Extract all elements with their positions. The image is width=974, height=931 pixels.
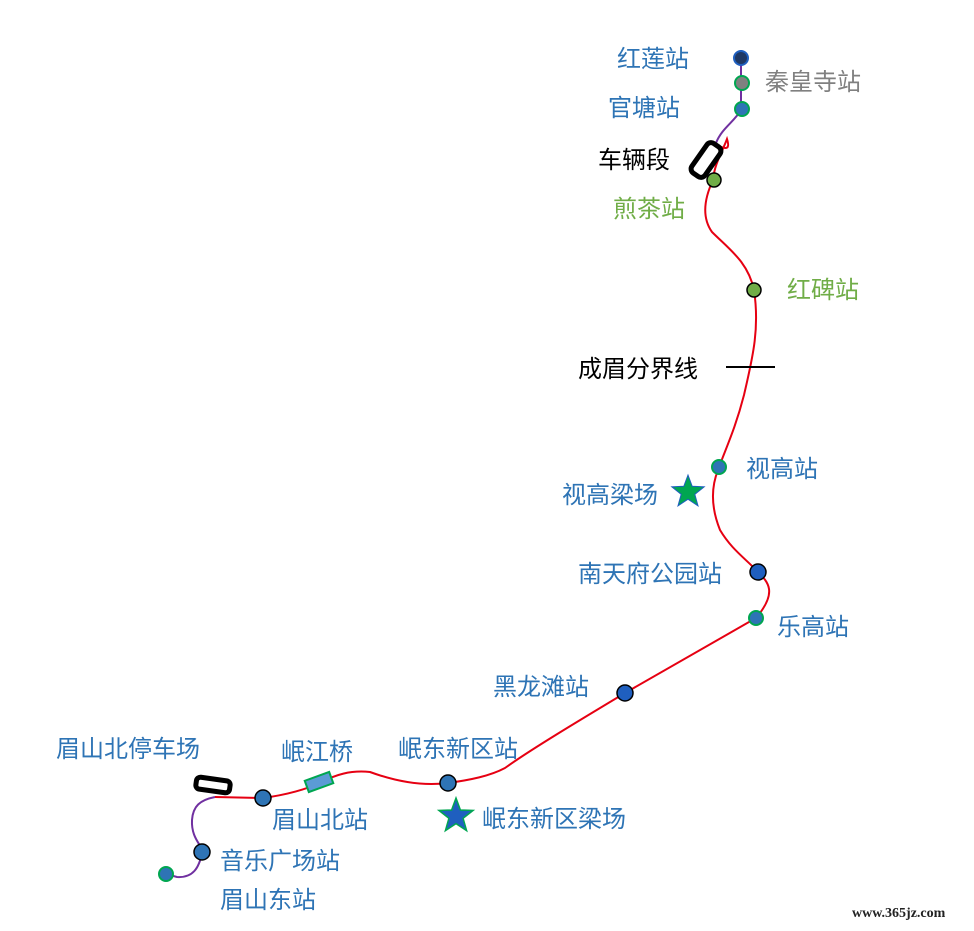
label-mindong-beam-yard: 岷东新区梁场 bbox=[482, 805, 626, 833]
label-heilongtan: 黑龙滩站 bbox=[493, 673, 589, 701]
station-meishan-north[interactable] bbox=[254, 789, 272, 807]
station-shigao[interactable] bbox=[711, 459, 727, 475]
star-icon[interactable] bbox=[670, 473, 706, 507]
station-meishan-east[interactable] bbox=[158, 866, 174, 882]
label-legao: 乐高站 bbox=[777, 613, 849, 641]
label-boundary: 成眉分界线 bbox=[578, 355, 698, 383]
label-honglian: 红莲站 bbox=[617, 45, 689, 73]
station-heilongtan[interactable] bbox=[616, 684, 634, 702]
depot-icon[interactable] bbox=[688, 140, 724, 180]
south-branch-line bbox=[165, 796, 216, 879]
station-qinhuangsi[interactable] bbox=[734, 75, 750, 91]
label-shigao-beam-yard: 视高梁场 bbox=[562, 481, 658, 509]
station-jiancha[interactable] bbox=[706, 172, 722, 188]
label-mindong-xinqu: 岷东新区站 bbox=[398, 735, 518, 763]
star-icon[interactable] bbox=[436, 795, 476, 833]
label-hongbei: 红碑站 bbox=[787, 276, 859, 304]
label-depot-north: 车辆段 bbox=[598, 146, 670, 174]
label-shigao: 视高站 bbox=[746, 455, 818, 483]
station-legao[interactable] bbox=[748, 610, 764, 626]
station-hongbei[interactable] bbox=[746, 282, 762, 298]
bridge-icon[interactable] bbox=[303, 770, 335, 794]
label-music-square: 音乐广场站 bbox=[220, 847, 340, 875]
label-nantianfu-park: 南天府公园站 bbox=[578, 560, 722, 588]
label-qinhuangsi: 秦皇寺站 bbox=[765, 68, 861, 96]
label-meishan-east: 眉山东站 bbox=[220, 886, 316, 914]
label-meishan-north: 眉山北站 bbox=[272, 806, 368, 834]
station-guantang[interactable] bbox=[734, 101, 750, 117]
depot-icon[interactable] bbox=[193, 774, 233, 796]
watermark: www.365jz.com bbox=[852, 906, 946, 921]
main-line bbox=[214, 135, 770, 800]
label-minjiang-bridge: 岷江桥 bbox=[281, 738, 353, 766]
station-honglian[interactable] bbox=[733, 50, 749, 66]
label-jiancha: 煎茶站 bbox=[613, 195, 685, 223]
label-guantang: 官塘站 bbox=[608, 94, 680, 122]
station-nantianfu-park[interactable] bbox=[749, 563, 767, 581]
station-music-square[interactable] bbox=[193, 843, 211, 861]
label-meishan-north-depot: 眉山北停车场 bbox=[56, 735, 200, 763]
station-mindong-xinqu[interactable] bbox=[439, 774, 457, 792]
